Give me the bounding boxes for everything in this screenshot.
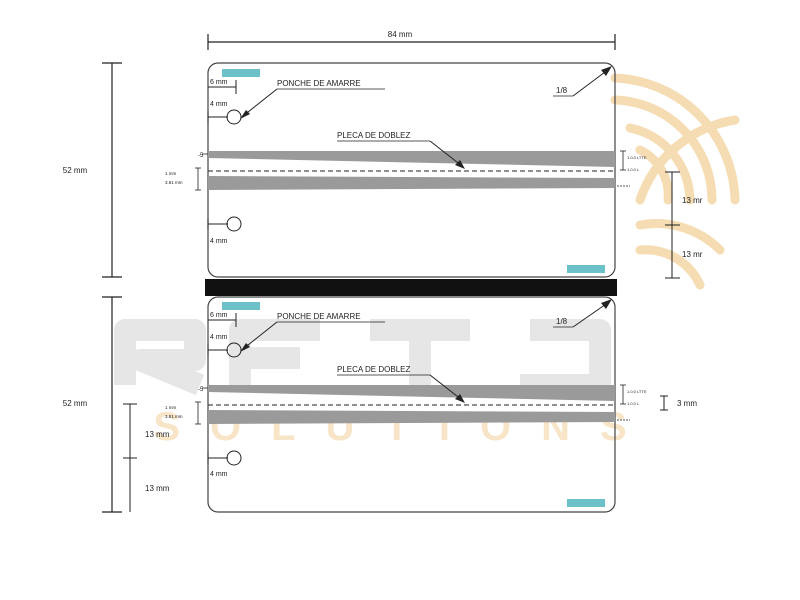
card-bottom: 6 mm 4 mm PONCHE DE AMARRE 1/8 PLECA DE … xyxy=(165,296,697,513)
teal-marker-bottom xyxy=(567,265,605,273)
punch-hole-bottom xyxy=(226,216,242,232)
thirteen-mm-label-2: 13 mr xyxy=(682,250,703,259)
width-label: 84 mm xyxy=(388,30,413,39)
small-381-label: 3.81 mm xyxy=(165,414,183,419)
pleca-arrow xyxy=(429,140,463,167)
height-label-top: 52 mm xyxy=(63,166,88,175)
separator-bar xyxy=(205,279,617,296)
corner-arrow xyxy=(572,68,610,97)
four-mm-label-bottom: 4 mm xyxy=(210,238,228,245)
thirteen-mm-label-4: 13 mm xyxy=(145,484,170,493)
three-mm-label: 3 mm xyxy=(677,399,697,408)
ponche-label: PONCHE DE AMARRE xyxy=(277,79,361,88)
small-381-label: 3.81 mm xyxy=(165,180,183,185)
small-right-label-1: 1.0.0 LTTE xyxy=(627,389,647,394)
ponche-arrow xyxy=(242,321,278,350)
card-top: 6 mm 4 mm PONCHE DE AMARRE 1/8 PLECA DE … xyxy=(165,62,647,278)
thirteen-mm-label-1: 13 mr xyxy=(682,196,703,205)
six-mm-label: 6 mm xyxy=(210,79,228,86)
corner-arrow xyxy=(572,301,610,328)
four-mm-label-top: 4 mm xyxy=(210,334,228,341)
thirteen-mm-left-dimension: 13 mm 13 mm xyxy=(123,403,170,512)
pleca-arrow xyxy=(429,374,463,401)
small-right-label-1: 1.0.0 LTTE xyxy=(627,155,647,160)
small-right-label-2: 1.0.0 L xyxy=(627,401,640,406)
fold-band-lower xyxy=(208,410,615,424)
ponche-arrow xyxy=(242,88,278,117)
small-five-label: -5 xyxy=(198,387,204,393)
fold-band-upper xyxy=(208,151,615,167)
fraction-label: 1/8 xyxy=(556,86,568,95)
thirteen-mm-label-3: 13 mm xyxy=(145,430,170,439)
fraction-label: 1/8 xyxy=(556,317,568,326)
height-dimension-bottom: 52 mm xyxy=(63,296,122,513)
thirteen-mm-right-dimension: 13 mr 13 mr xyxy=(665,171,703,279)
four-mm-label-top: 4 mm xyxy=(210,101,228,108)
teal-marker-top xyxy=(222,69,260,77)
pleca-label: PLECA DE DOBLEZ xyxy=(337,365,410,374)
teal-marker-bottom xyxy=(567,499,605,507)
pleca-label: PLECA DE DOBLEZ xyxy=(337,131,410,140)
fold-band-upper xyxy=(208,385,615,401)
small-1mm-label: 1 mm xyxy=(165,171,177,176)
teal-marker-top xyxy=(222,302,260,310)
watermark-logo-shapes xyxy=(114,319,611,396)
fold-band-lower xyxy=(208,176,615,190)
punch-hole-top xyxy=(226,109,242,125)
six-mm-label: 6 mm xyxy=(210,312,228,319)
width-dimension: 84 mm xyxy=(207,30,616,50)
wifi-watermark-icon xyxy=(610,73,740,290)
punch-hole-top xyxy=(226,342,242,358)
height-label-bottom: 52 mm xyxy=(63,399,88,408)
four-mm-label-bottom: 4 mm xyxy=(210,471,228,478)
ponche-label: PONCHE DE AMARRE xyxy=(277,312,361,321)
punch-hole-bottom xyxy=(226,450,242,466)
card-outline xyxy=(207,62,616,278)
small-1mm-label: 1 mm xyxy=(165,405,177,410)
small-right-label-2: 1.0.0 L xyxy=(627,167,640,172)
height-dimension-top: 52 mm xyxy=(63,62,122,278)
small-five-label: -5 xyxy=(198,153,204,159)
